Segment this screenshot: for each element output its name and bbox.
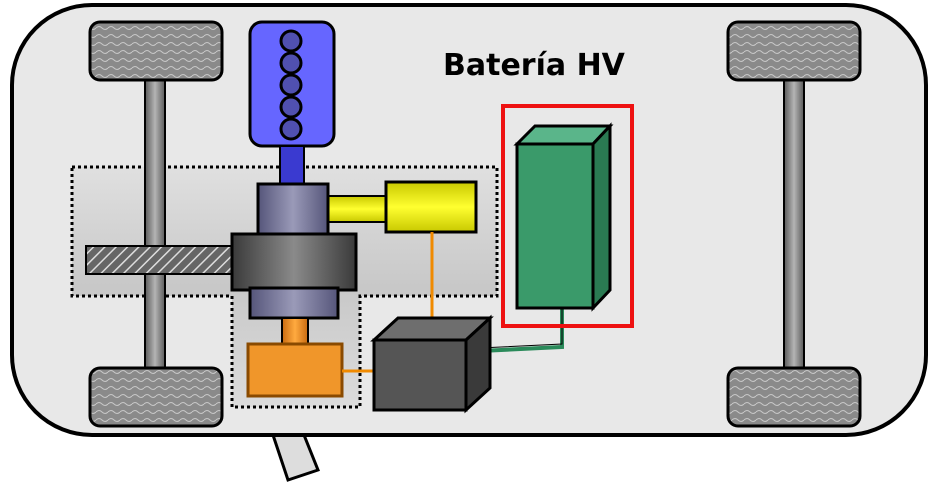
front-axle: [144, 69, 166, 376]
transmission-lower: [248, 286, 340, 320]
wheel-front-right-icon: [88, 366, 224, 428]
generator-shaft: [327, 195, 391, 223]
motor-shaft: [281, 317, 309, 345]
wheel-front-left-icon: [88, 20, 224, 82]
battery-icon: [513, 122, 614, 312]
drive-shaft: [85, 245, 237, 275]
wheel-rear-left-icon: [726, 20, 862, 82]
battery-wire-outline: [479, 305, 563, 349]
engine-cylinders: [279, 29, 303, 141]
generator-icon: [384, 180, 478, 234]
battery-highlight-frame: [501, 104, 634, 328]
rear-axle: [783, 69, 805, 376]
electric-motor-icon: [246, 342, 344, 398]
wheel-rear-right-icon: [726, 366, 862, 428]
transmission-main: [230, 232, 358, 292]
engine-neck: [279, 145, 305, 185]
power-control-unit-icon: [370, 314, 494, 414]
battery-label: Batería HV: [443, 48, 626, 83]
transmission-upper: [256, 182, 330, 238]
